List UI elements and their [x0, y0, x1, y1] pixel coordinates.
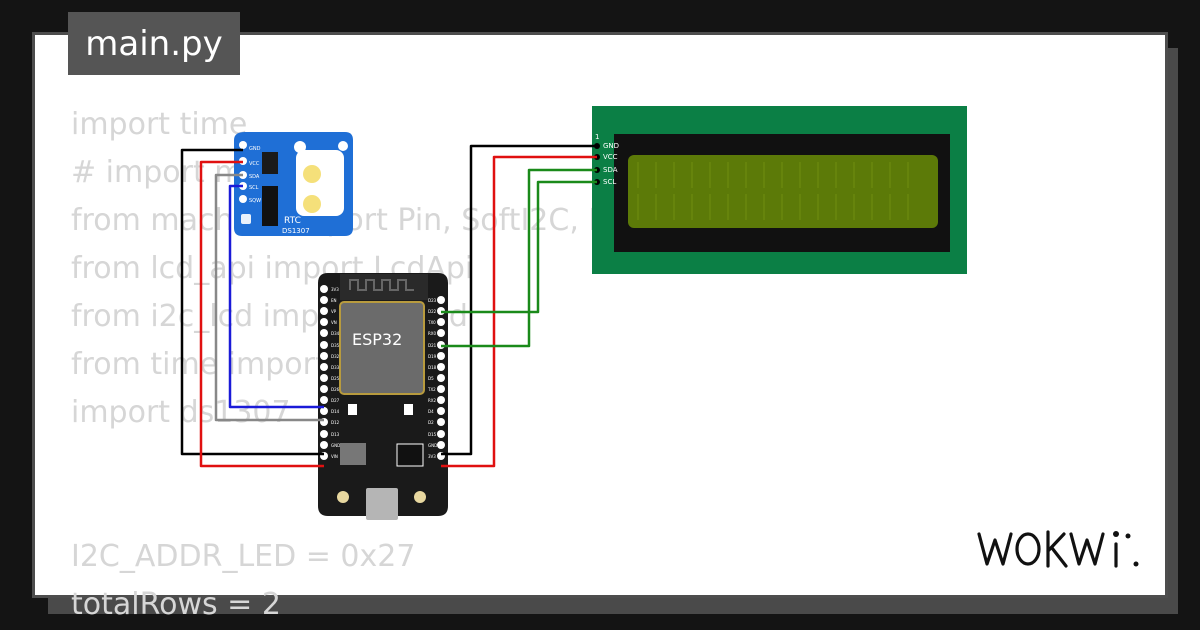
esp32-pin-label: D26 [331, 387, 340, 392]
wire-lcd-sda[interactable] [441, 168, 597, 348]
lcd-screen [628, 155, 938, 228]
esp32-pin-label: D18 [428, 365, 437, 370]
rtc-title: RTC [284, 216, 301, 226]
lcd-pin-label: SDA [603, 166, 618, 174]
voltage-regulator [340, 443, 366, 465]
esp32-pin-label: GND [428, 443, 437, 448]
wire-rtc-gnd[interactable] [180, 148, 324, 456]
esp32-pin-label: 3V3 [331, 287, 339, 292]
esp32-pin-label: D14 [331, 409, 340, 414]
code-line: import time [71, 107, 248, 142]
esp32-pin-label: D5 [428, 376, 434, 381]
esp32-pin-label: VN [331, 320, 337, 325]
esp32-pin-label: TX2 [427, 387, 436, 392]
esp32-pin-label: VP [331, 309, 337, 314]
usb-port [366, 488, 398, 520]
wire-rtc-sda[interactable] [214, 173, 324, 422]
usb-chip [396, 443, 424, 467]
wire-lcd-scl[interactable] [441, 180, 597, 314]
rtc-pin-label: SCL [249, 185, 259, 191]
esp32-pin-label: D19 [428, 354, 437, 359]
wire-rtc-scl[interactable] [228, 184, 324, 409]
rtc-pin-label: SQW [249, 198, 261, 204]
code-line: I2C_ADDR_LED = 0x27 [71, 539, 416, 574]
esp32-pin-label: D2 [428, 420, 434, 425]
esp32-pin-label: D12 [331, 420, 340, 425]
lcd-pin-label: VCC [603, 153, 618, 161]
esp32-pin-label: D34 [331, 331, 340, 336]
rtc-pin-dot [239, 195, 247, 203]
rtc-pin-label: SDA [249, 174, 260, 180]
esp32-pin-label: D25 [331, 376, 340, 381]
esp32-module [339, 301, 425, 395]
esp32-pin-label: 3V3 [428, 454, 436, 459]
esp32-pin-label: RX0 [428, 331, 437, 336]
esp32-pin-label: VIN [331, 454, 338, 459]
esp32-pin-label: D13 [331, 432, 340, 437]
lcd-char-grid [637, 162, 909, 220]
code-line: totalRows = 2 [71, 587, 281, 622]
esp32-pin-label: D27 [331, 398, 340, 403]
esp32-pin-label: D21 [428, 343, 437, 348]
esp32-pin-label: TX0 [427, 320, 436, 325]
esp32-label: ESP32 [352, 330, 402, 349]
esp32-pin-label: EN [331, 298, 337, 303]
star-icon [294, 141, 306, 153]
rtc-crystal [262, 186, 278, 226]
rtc-model: DS1307 [282, 227, 310, 235]
wire-lcd-gnd[interactable] [441, 144, 597, 456]
rtc-pin-dot [239, 141, 247, 149]
esp32-pin-label: D15 [428, 432, 437, 437]
esp32-component [348, 404, 357, 415]
wokwi-logo-mark [977, 530, 1139, 568]
esp32-component [404, 404, 413, 415]
esp32-pin-label: D23 [428, 298, 437, 303]
code-line: from time import [71, 347, 327, 382]
lcd-pin-label: SCL [603, 178, 616, 186]
esp32-pin-label: D32 [331, 354, 340, 359]
wire-rtc-vcc[interactable] [199, 160, 324, 468]
esp32-pin-label: GND [331, 443, 340, 448]
rtc-pin-label: VCC [249, 161, 260, 167]
esp32-pin-label: D4 [428, 409, 434, 414]
wokwi-logo [976, 524, 1148, 578]
esp32-pin-label: RX2 [428, 398, 437, 403]
boot-button [337, 491, 349, 503]
rtc-chip [262, 152, 278, 174]
rtc-pin-label: GND [249, 146, 261, 152]
esp32-pin-label: D33 [331, 365, 340, 370]
antenna-icon [349, 279, 414, 291]
lcd-pin-index: 1 [595, 133, 599, 141]
reset-button [414, 491, 426, 503]
lcd-module[interactable]: 1 GND VCC SDA SCL [592, 106, 967, 274]
code-line: import ds1307 [71, 395, 291, 430]
file-tab-main[interactable]: main.py [68, 12, 240, 75]
esp32-board[interactable]: ESP32 3V3 EN VP VN D34 D35 D32 D33 D25 [318, 273, 448, 520]
esp32-pin-label: D35 [331, 343, 340, 348]
esp32-pin-headers [320, 285, 445, 460]
rtc-module[interactable]: RTC DS1307 GND VCC SDA SCL SQW [234, 132, 353, 236]
esp32-pin-label: D22 [428, 309, 437, 314]
lcd-pin-label: GND [603, 142, 619, 150]
